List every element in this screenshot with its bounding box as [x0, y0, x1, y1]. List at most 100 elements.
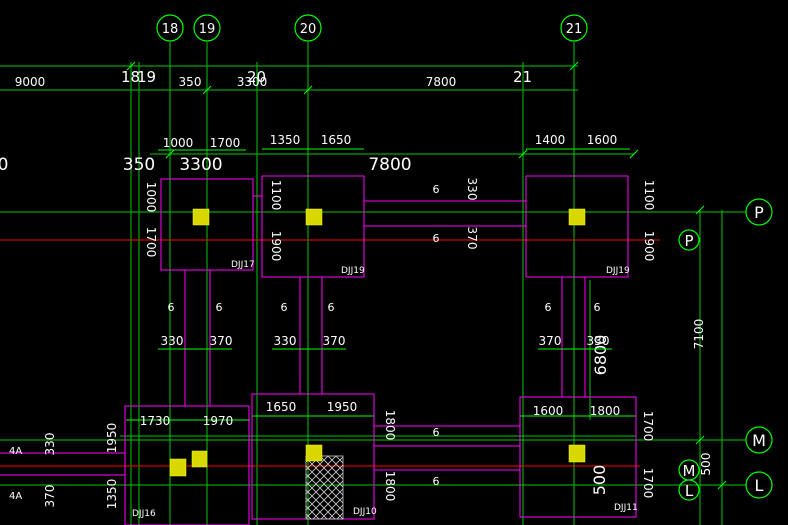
column-c[interactable] [568, 208, 586, 226]
offset-370-b: 370 [323, 334, 346, 348]
left-tags: 4A 4A [9, 446, 22, 502]
red-beams [0, 239, 660, 467]
dim-9000: 9000 [15, 75, 46, 89]
column-f[interactable] [305, 444, 323, 462]
vdim-1700-a: 1700 [641, 411, 655, 442]
footing-djj11[interactable] [519, 396, 637, 518]
axis-bubble-p[interactable] [745, 198, 773, 226]
axis-label-20: 20 [300, 22, 317, 37]
dim-1600: 1600 [587, 133, 618, 147]
dim-1800: 1800 [590, 404, 621, 418]
footing-djj19-b[interactable] [525, 175, 629, 278]
label-djj19-b: DJJ19 [606, 266, 630, 276]
mark-6-a: 6 [168, 301, 175, 314]
dim-1650-lower: 1650 [266, 400, 297, 414]
vdim-500-large: 500 [590, 465, 609, 496]
vdim-1800-b: 1800 [383, 471, 397, 502]
label-djj10: DJJ10 [353, 507, 377, 517]
column-e[interactable] [191, 450, 208, 468]
footing-djj17[interactable] [160, 178, 254, 271]
vdim-370-left: 370 [43, 485, 57, 508]
mark-6-j: 6 [433, 475, 440, 488]
vdim-330-tie: 330 [465, 178, 479, 201]
column-offset-dims: 330 370 330 370 370 330 [161, 334, 610, 348]
vdim-500-small: 500 [699, 453, 713, 476]
axis-inline-m: M [683, 462, 696, 480]
mark-6-e: 6 [545, 301, 552, 314]
dim-3300: 3300 [237, 75, 268, 89]
label-djj11: DJJ11 [614, 503, 638, 513]
axis-bubble-20[interactable] [294, 14, 322, 42]
mark-6-g: 6 [433, 183, 440, 196]
footings [0, 175, 637, 525]
mark-6-c: 6 [281, 301, 288, 314]
vdim-1950: 1950 [105, 423, 119, 454]
mark-6-i: 6 [433, 426, 440, 439]
vdim-6800: 6800 [591, 335, 610, 376]
axis-bubble-m[interactable] [745, 426, 773, 454]
footing-labels: DJJ17 DJJ19 DJJ19 DJJ16 DJJ10 DJJ11 [132, 260, 638, 519]
vdim-1900-b: 1900 [642, 231, 656, 262]
offset-330-b: 330 [274, 334, 297, 348]
vdim-1000: 1000 [144, 182, 158, 213]
column-g[interactable] [568, 444, 586, 463]
dim-1970: 1970 [203, 414, 234, 428]
vdim-7100: 7100 [692, 319, 706, 350]
offset-330-a: 330 [161, 334, 184, 348]
axis-bubble-21[interactable] [560, 14, 588, 42]
dimension-ticks [126, 61, 727, 490]
footing-djj16[interactable] [124, 405, 250, 525]
dim-1350: 1350 [270, 133, 301, 147]
vdim-1700-b: 1700 [641, 468, 655, 499]
axis-label-18: 18 [162, 22, 179, 37]
tag-4a-upper: 4A [9, 446, 22, 457]
axis-label-21: 21 [566, 22, 583, 37]
axis-bubble-18[interactable] [156, 14, 184, 42]
axis-label-m: M [752, 431, 766, 450]
label-djj16: DJJ16 [132, 509, 156, 519]
axis-bubble-labels: 18 19 20 21 P M L P M L [162, 22, 766, 500]
vdim-1900-a: 1900 [269, 231, 283, 262]
inline-grid-labels: 18 19 20 21 [121, 68, 532, 86]
small-marks: 6 6 6 6 6 6 6 6 6 6 [168, 183, 601, 488]
label-djj17: DJJ17 [231, 260, 255, 270]
mark-6-d: 6 [328, 301, 335, 314]
offset-370-a: 370 [210, 334, 233, 348]
dim-1400: 1400 [535, 133, 566, 147]
column-a[interactable] [192, 208, 210, 226]
column-b[interactable] [305, 208, 323, 226]
dim-1000: 1000 [163, 136, 194, 150]
vdim-1700: 1700 [144, 227, 158, 258]
label-djj19-a: DJJ19 [341, 266, 365, 276]
tag-4a-lower: 4A [9, 491, 22, 502]
dim-350: 350 [179, 75, 202, 89]
axis-label-19: 19 [199, 22, 216, 37]
inline-label-21: 21 [513, 68, 532, 86]
axis-bubble-19[interactable] [193, 14, 221, 42]
axis-bubbles [156, 14, 773, 501]
mark-6-b: 6 [216, 301, 223, 314]
dim-1650: 1650 [321, 133, 352, 147]
axis-bubble-l[interactable] [745, 471, 773, 499]
dim-1700: 1700 [210, 136, 241, 150]
inline-label-19: 19 [137, 68, 156, 86]
vertical-dims: 1000 1700 1100 1900 1100 1900 7100 500 6… [43, 178, 713, 510]
hatched-pit [305, 455, 344, 520]
dim-3300-large: 3300 [179, 155, 222, 175]
footing-top-dim-lines [126, 148, 636, 421]
vdim-1800-a: 1800 [383, 410, 397, 441]
columns [169, 208, 586, 477]
inline-label-18: 18 [121, 68, 140, 86]
dim-0: 0 [0, 155, 8, 175]
vdim-370-tie: 370 [465, 227, 479, 250]
dim-row-2: 0 350 3300 7800 [0, 155, 412, 175]
dim-350-large: 350 [123, 155, 155, 175]
dim-1950: 1950 [327, 400, 358, 414]
column-d[interactable] [169, 458, 187, 477]
mark-6-f: 6 [594, 301, 601, 314]
dim-7800-large: 7800 [368, 155, 411, 175]
dim-7800: 7800 [426, 75, 457, 89]
vdim-330-left: 330 [43, 433, 57, 456]
